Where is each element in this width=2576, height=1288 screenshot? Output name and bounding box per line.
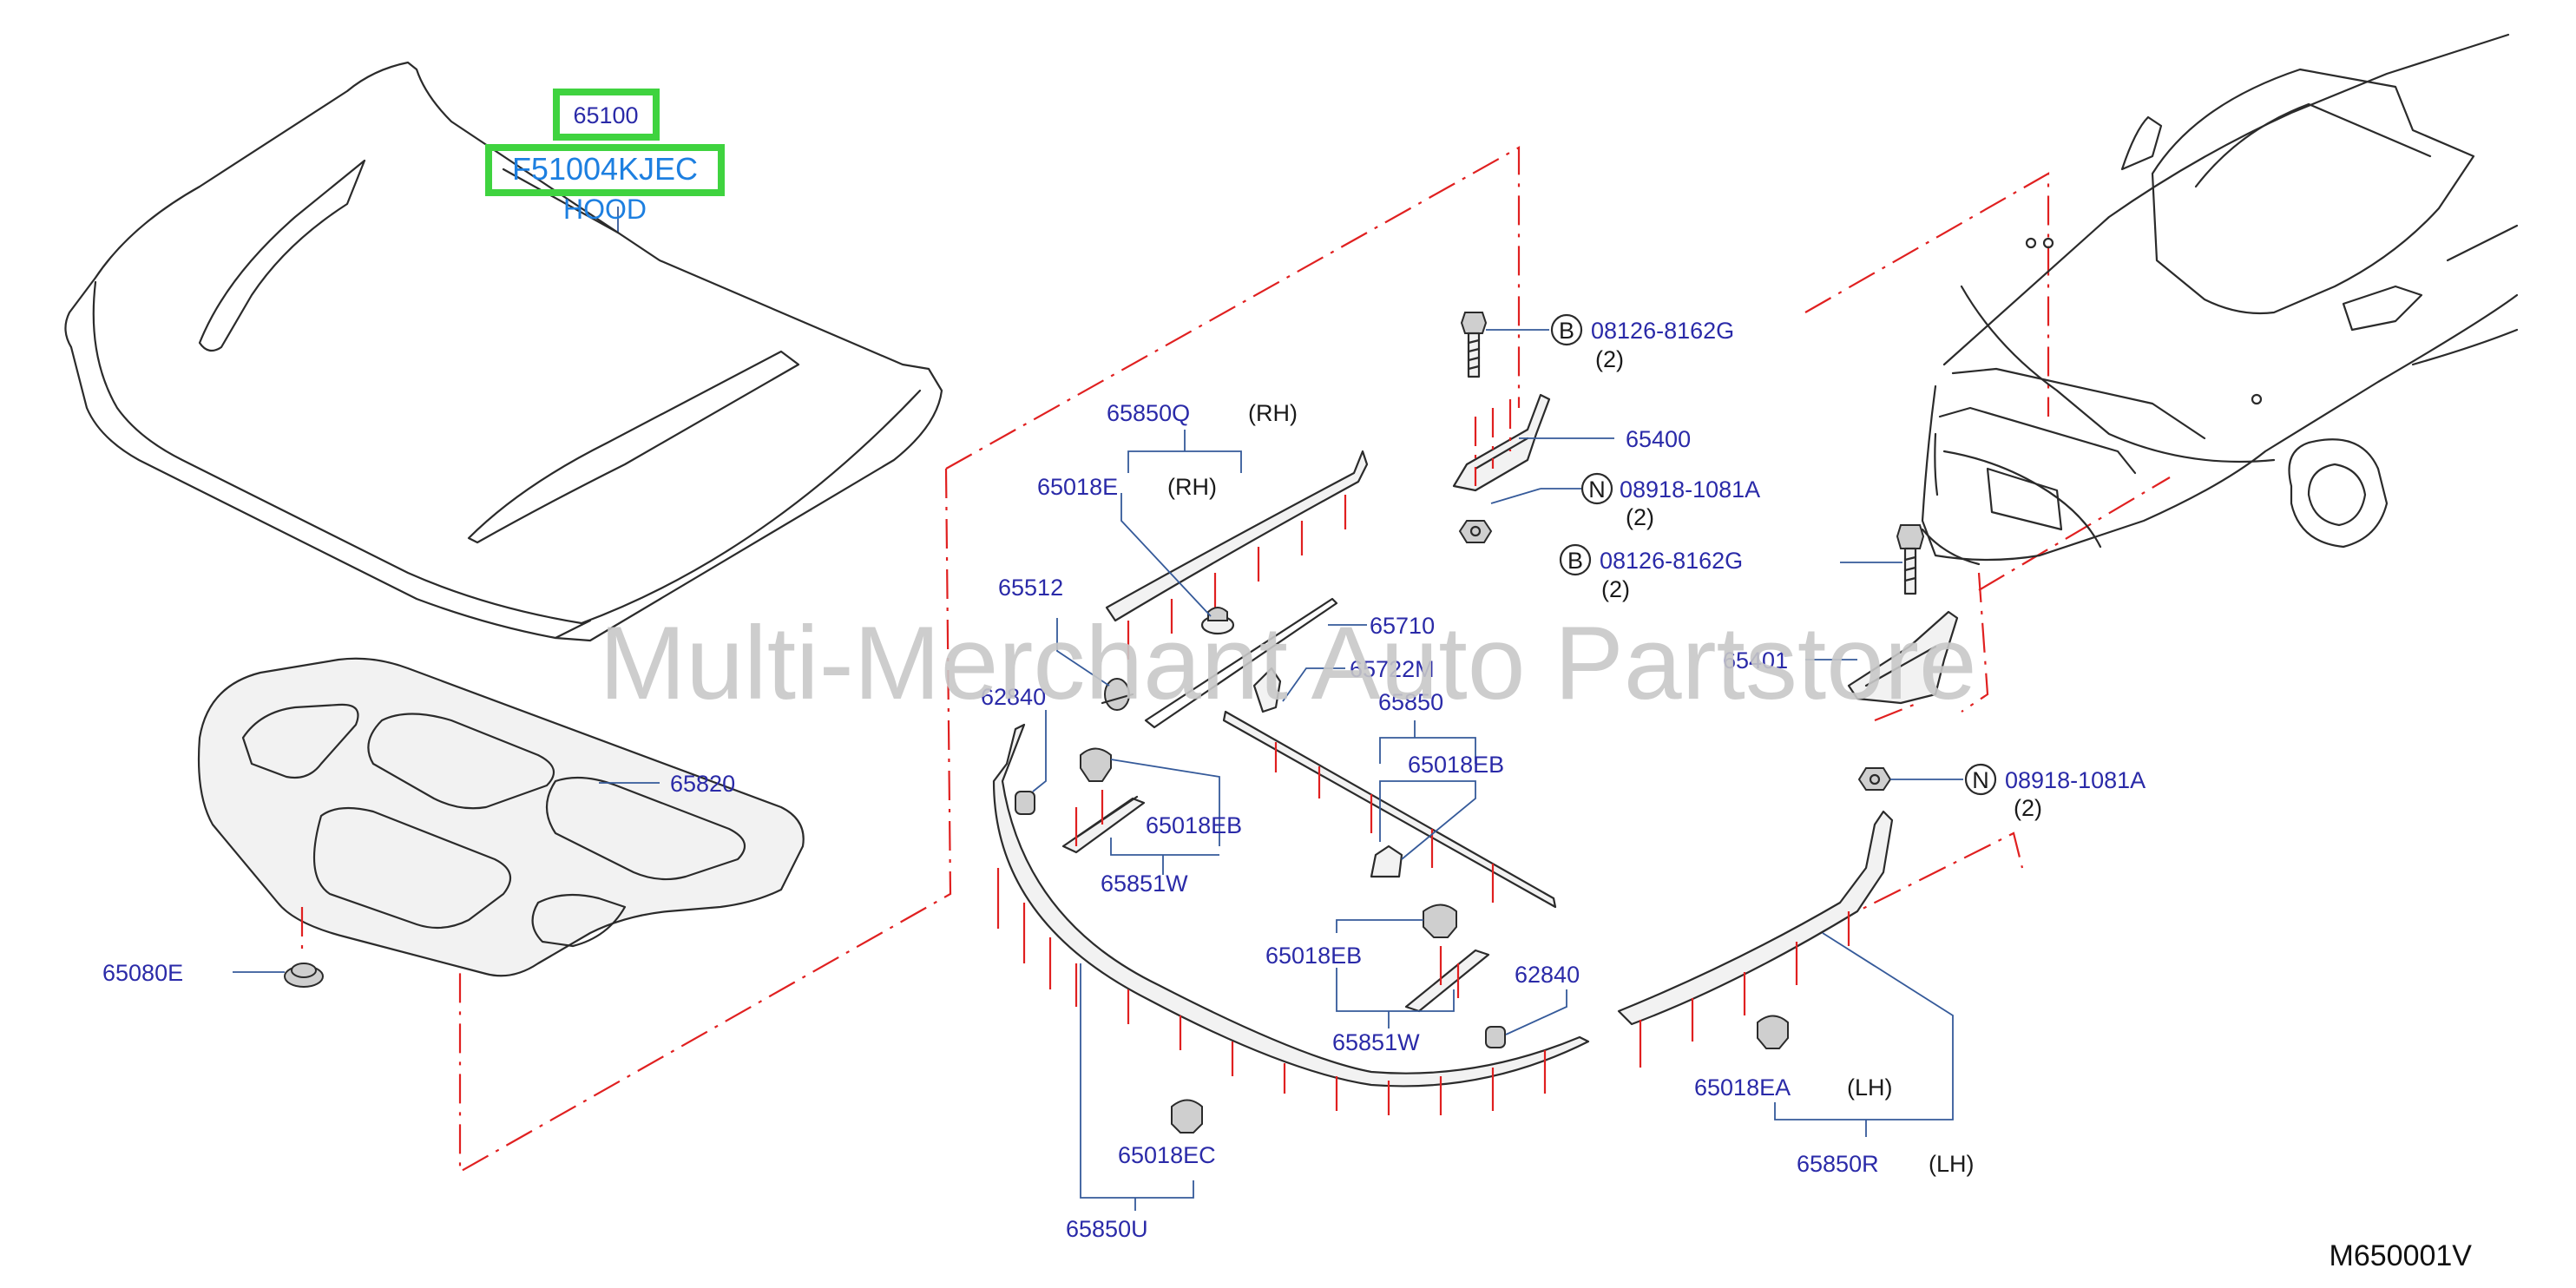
bumper-62840-right[interactable] xyxy=(1485,1026,1506,1048)
letter-n-top: N xyxy=(1588,476,1606,503)
circle-n-right xyxy=(1964,763,1997,796)
label-65851w-a[interactable]: 65851W xyxy=(1101,871,1188,897)
hood-insulator[interactable] xyxy=(197,657,805,977)
label-65850u[interactable]: 65850U xyxy=(1066,1216,1148,1242)
circle-n-top xyxy=(1580,472,1613,505)
label-65018ea[interactable]: 65018EA xyxy=(1694,1074,1791,1101)
label-65820[interactable]: 65820 xyxy=(670,771,735,797)
label-hood-name: HOOD xyxy=(563,194,647,225)
bumper-62840-left[interactable] xyxy=(1015,791,1035,815)
label-65401[interactable]: 65401 xyxy=(1723,647,1788,674)
label-65018ec[interactable]: 65018EC xyxy=(1118,1142,1216,1168)
bracket-65851w-lower[interactable] xyxy=(1404,949,1490,1013)
highlight-65100 xyxy=(553,89,660,141)
bracket-65400[interactable] xyxy=(1452,393,1551,492)
label-65851w-b[interactable]: 65851W xyxy=(1332,1029,1420,1055)
bracket-65401[interactable] xyxy=(1847,610,1959,705)
clip-65018eb-lower[interactable] xyxy=(1423,904,1457,938)
rod-65710[interactable] xyxy=(1144,597,1338,729)
clip-65018eb-center[interactable] xyxy=(1370,844,1403,878)
label-65100[interactable]: 65100 xyxy=(573,102,638,128)
label-08918-top[interactable]: 08918-1081A xyxy=(1620,476,1760,503)
label-08918-right[interactable]: 08918-1081A xyxy=(2005,767,2146,793)
clip-65018ea-lh[interactable] xyxy=(1757,1015,1789,1049)
rh-65850q: (RH) xyxy=(1248,400,1298,426)
label-08126-right[interactable]: 08126-8162G xyxy=(1600,548,1743,574)
lh-65018ea: (LH) xyxy=(1847,1074,1893,1101)
label-08126-top[interactable]: 08126-8162G xyxy=(1591,318,1734,344)
qty-08126-right: (2) xyxy=(1601,576,1630,602)
letter-b-top: B xyxy=(1559,318,1574,344)
seal-65850r-lh[interactable] xyxy=(1617,810,1894,1026)
clip-65080e[interactable] xyxy=(284,963,324,988)
label-65722m[interactable]: 65722M xyxy=(1350,656,1435,682)
label-65018eb-a[interactable]: 65018EB xyxy=(1408,752,1504,778)
diagram-code: M650001V xyxy=(2330,1239,2473,1272)
phantom-lines xyxy=(300,146,2171,1173)
qty-08918-right: (2) xyxy=(2014,795,2042,821)
nut-08918-top[interactable] xyxy=(1458,520,1493,543)
clip-65018eb-left[interactable] xyxy=(1080,747,1112,782)
label-65512[interactable]: 65512 xyxy=(998,575,1063,601)
label-65850q[interactable]: 65850Q xyxy=(1107,400,1190,426)
label-65018eb-c[interactable]: 65018EB xyxy=(1265,943,1362,969)
qty-08918-top: (2) xyxy=(1626,504,1654,530)
bolt-08126-right[interactable] xyxy=(1896,524,1925,595)
nut-08918-right[interactable] xyxy=(1857,767,1892,791)
highlight-hood-pn xyxy=(485,144,725,196)
seal-65850[interactable] xyxy=(1222,710,1557,909)
label-65850[interactable]: 65850 xyxy=(1378,689,1443,715)
letter-b-right: B xyxy=(1567,548,1583,574)
label-65080e[interactable]: 65080E xyxy=(102,960,183,986)
watermark: Multi-Merchant Auto Partstore xyxy=(599,605,1976,721)
circle-b-right xyxy=(1559,543,1592,576)
clip-65018ec[interactable] xyxy=(1171,1099,1203,1134)
label-65018e[interactable]: 65018E xyxy=(1037,474,1118,500)
label-65710[interactable]: 65710 xyxy=(1370,613,1435,639)
stop-65512[interactable] xyxy=(1101,678,1134,711)
letter-n-right: N xyxy=(1972,767,1989,793)
lh-65850r: (LH) xyxy=(1929,1151,1975,1177)
label-hood-part-number[interactable]: F51004KJEC xyxy=(512,151,698,187)
vehicle-outline xyxy=(1921,33,2519,566)
label-62840-a[interactable]: 62840 xyxy=(981,684,1046,710)
rh-65018e: (RH) xyxy=(1167,474,1217,500)
clip-65722m[interactable] xyxy=(1252,667,1282,713)
seal-65850q-rh[interactable] xyxy=(1105,450,1369,622)
bolt-08126-top[interactable] xyxy=(1460,312,1488,378)
label-65400[interactable]: 65400 xyxy=(1626,426,1691,452)
seal-65850u[interactable] xyxy=(992,723,1590,1088)
label-62840-b[interactable]: 62840 xyxy=(1515,962,1580,988)
circle-b-top xyxy=(1550,313,1583,346)
bracket-65851w-left[interactable] xyxy=(1061,795,1146,854)
clip-65018e-rh[interactable] xyxy=(1200,607,1235,635)
hood-panel[interactable] xyxy=(64,61,943,642)
label-65850r[interactable]: 65850R xyxy=(1797,1151,1879,1177)
label-65018eb-b[interactable]: 65018EB xyxy=(1146,812,1242,838)
qty-08126-top: (2) xyxy=(1595,346,1624,372)
